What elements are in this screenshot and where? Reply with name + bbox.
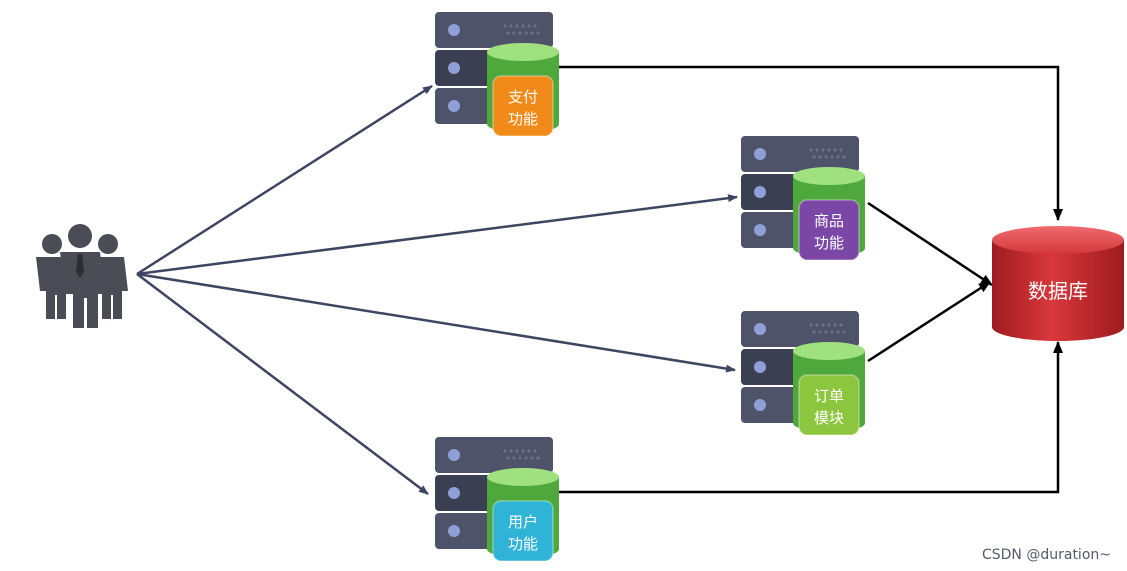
arrow-goods-to-db [867,201,993,287]
module-label-box [798,374,860,436]
service-label-line1: 用户 [508,513,538,531]
service-to-db-arrows [558,65,1063,494]
service-label-line2: 模块 [814,409,844,427]
service-label-line1: 支付 [508,88,538,106]
arrow-to-user [136,273,429,495]
database-label: 数据库 [1028,279,1088,303]
service-label-line2: 功能 [814,234,844,252]
arrow-to-goods [136,194,738,276]
database-icon: 数据库 [992,226,1124,341]
arrow-user-to-db [558,341,1063,494]
module-label-box [492,500,554,562]
service-label-line1: 商品 [814,212,844,230]
watermark: CSDN @duration~ [981,547,1111,563]
arrow-order-to-db [867,280,991,363]
service-label-line2: 功能 [508,110,538,128]
users-group-icon [36,224,128,328]
service-label-line2: 功能 [508,535,538,553]
module-label-box [492,75,554,137]
arrow-to-pay [136,84,433,276]
user-to-service-arrows [136,84,738,495]
arrow-pay-to-db [558,65,1063,221]
arrow-to-order [136,272,736,373]
service-label-line1: 订单 [814,387,844,405]
module-label-box [798,199,860,261]
